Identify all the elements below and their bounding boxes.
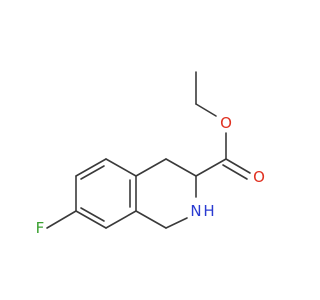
bond-o-c (195, 103, 217, 117)
structure-canvas: O O N H F (35, 71, 265, 237)
bond-single (135, 158, 167, 177)
atom-nitrogen-hydrogen: H (203, 202, 214, 220)
bond-single (195, 158, 227, 177)
bond-aromatic (75, 210, 107, 229)
bond-aromatic-inner (80, 207, 105, 222)
bond-c-o-double (222, 164, 248, 180)
atom-fluorine: F (36, 219, 45, 237)
bond-aromatic (105, 210, 137, 229)
bond-c-o-double (225, 158, 251, 174)
molecule-drawing: O O N H F (36, 71, 265, 237)
bond-single (135, 210, 167, 229)
bond-aromatic (105, 158, 137, 177)
atom-nitrogen: N (190, 202, 201, 220)
bond-c-f (46, 210, 77, 229)
atom-ether-oxygen: O (220, 114, 232, 132)
atom-carbonyl-oxygen: O (253, 168, 265, 186)
bond-aromatic-inner (80, 165, 105, 180)
bond-aromatic (75, 158, 107, 177)
bond-n-c (165, 217, 188, 229)
bond-single (165, 158, 197, 177)
